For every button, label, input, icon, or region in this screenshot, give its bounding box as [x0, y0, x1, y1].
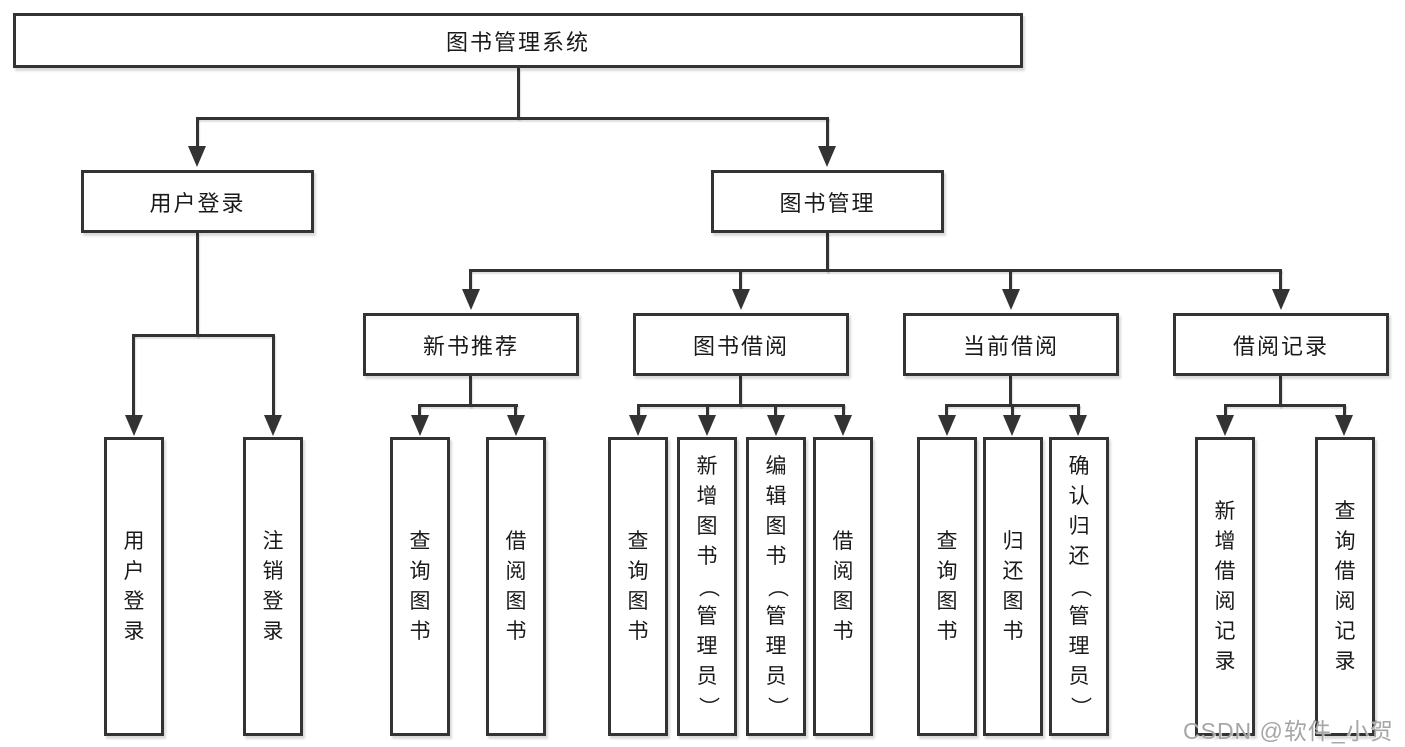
connector-drop-bb-query: [637, 404, 640, 418]
connector-mgmt-stem: [826, 233, 829, 272]
connector-login-stem: [196, 233, 199, 337]
connector-root-rail: [196, 117, 829, 120]
node-leaf-nb-borrow-label: 借阅图书: [505, 529, 527, 643]
connector-nb-stem: [469, 376, 472, 407]
arrowhead-book-borrow: [732, 289, 750, 310]
node-leaf-bb-edit-label: 编辑图书（管理员）: [765, 454, 788, 718]
node-user-login: 用户登录: [81, 170, 314, 233]
arrowhead-cb-return: [1003, 415, 1021, 436]
node-current-borrow: 当前借阅: [903, 313, 1119, 376]
connector-drop-book-borrow: [739, 269, 742, 293]
connector-bb-rail: [637, 404, 845, 407]
node-leaf-user-login: 用户登录: [104, 437, 164, 736]
connector-drop-bb-edit: [774, 404, 777, 418]
arrowhead-br-add: [1216, 415, 1234, 436]
node-root: 图书管理系统: [13, 13, 1023, 68]
connector-drop-bb-borrow: [842, 404, 845, 418]
node-current-borrow-label: 当前借阅: [962, 333, 1059, 359]
arrowhead-bb-add: [698, 415, 716, 436]
node-leaf-logout: 注销登录: [243, 437, 303, 736]
node-leaf-logout-label: 注销登录: [262, 529, 284, 643]
arrowhead-nb-borrow: [507, 415, 525, 436]
connector-nb-rail: [418, 404, 518, 407]
arrowhead-book-mgmt: [818, 146, 836, 167]
node-leaf-cb-confirm-label: 确认归还（管理员）: [1068, 454, 1091, 718]
node-leaf-bb-add: 新增图书（管理员）: [677, 437, 737, 736]
node-leaf-bb-edit: 编辑图书（管理员）: [746, 437, 806, 736]
connector-drop-cb-return: [1011, 404, 1014, 418]
connector-drop-new-book: [469, 269, 472, 293]
node-leaf-cb-query: 查询图书: [917, 437, 977, 736]
node-leaf-br-add: 新增借阅记录: [1195, 437, 1255, 736]
arrowhead-current-borrow: [1002, 289, 1020, 310]
node-leaf-bb-borrow-label: 借阅图书: [832, 529, 854, 643]
csdn-watermark: CSDN @软件_小贺同学: [1183, 718, 1394, 744]
connector-bb-stem: [739, 376, 742, 407]
node-leaf-cb-return: 归还图书: [983, 437, 1043, 736]
arrowhead-user-login: [188, 146, 206, 167]
connector-drop-borrow-records: [1279, 269, 1282, 293]
node-leaf-bb-query: 查询图书: [608, 437, 668, 736]
arrowhead-leaf-login: [125, 415, 143, 436]
connector-drop-br-add: [1224, 404, 1227, 418]
arrowhead-br-query: [1335, 415, 1353, 436]
connector-drop-current-borrow: [1009, 269, 1012, 293]
connector-drop-book-mgmt: [826, 117, 829, 152]
node-leaf-user-login-label: 用户登录: [123, 529, 145, 643]
node-user-login-label: 用户登录: [149, 190, 246, 216]
node-book-borrow-label: 图书借阅: [692, 333, 789, 359]
arrowhead-bb-borrow: [834, 415, 852, 436]
connector-drop-cb-confirm: [1077, 404, 1080, 418]
connector-drop-nb-borrow: [514, 404, 517, 418]
connector-drop-cb-query: [945, 404, 948, 418]
node-leaf-cb-query-label: 查询图书: [936, 529, 958, 643]
arrowhead-bb-query: [629, 415, 647, 436]
node-leaf-bb-add-label: 新增图书（管理员）: [696, 454, 719, 718]
node-leaf-cb-confirm: 确认归还（管理员）: [1049, 437, 1109, 736]
connector-drop-br-query: [1343, 404, 1346, 418]
connector-drop-leaf-login: [132, 334, 135, 418]
connector-cb-stem: [1009, 376, 1012, 407]
connector-drop-bb-add: [706, 404, 709, 418]
node-book-borrow: 图书借阅: [633, 313, 849, 376]
node-new-book-rec-label: 新书推荐: [422, 333, 519, 359]
connector-drop-user-login: [196, 117, 199, 152]
arrowhead-cb-query: [938, 415, 956, 436]
node-book-mgmt-label: 图书管理: [779, 190, 876, 216]
node-leaf-bb-borrow: 借阅图书: [813, 437, 873, 736]
connector-drop-nb-query: [418, 404, 421, 418]
connector-drop-leaf-logout: [272, 334, 275, 418]
node-borrow-records-label: 借阅记录: [1232, 333, 1329, 359]
node-leaf-nb-borrow: 借阅图书: [486, 437, 546, 736]
node-borrow-records: 借阅记录: [1173, 313, 1389, 376]
arrowhead-bb-edit: [767, 415, 785, 436]
node-leaf-nb-query-label: 查询图书: [409, 529, 431, 643]
connector-mgmt-rail: [469, 269, 1282, 272]
node-book-mgmt: 图书管理: [711, 170, 944, 233]
connector-login-rail: [132, 334, 274, 337]
connector-root-stem: [517, 68, 520, 119]
node-leaf-bb-query-label: 查询图书: [627, 529, 649, 643]
node-leaf-cb-return-label: 归还图书: [1002, 529, 1024, 643]
node-new-book-rec: 新书推荐: [363, 313, 579, 376]
arrowhead-new-book: [462, 289, 480, 310]
node-leaf-nb-query: 查询图书: [390, 437, 450, 736]
arrowhead-cb-confirm: [1069, 415, 1087, 436]
connector-br-rail: [1224, 404, 1346, 407]
arrowhead-borrow-records: [1272, 289, 1290, 310]
node-leaf-br-add-label: 新增借阅记录: [1214, 499, 1236, 673]
node-leaf-br-query: 查询借阅记录: [1315, 437, 1375, 736]
node-leaf-br-query-label: 查询借阅记录: [1334, 499, 1356, 673]
node-root-label: 图书管理系统: [445, 29, 590, 55]
connector-br-stem: [1279, 376, 1282, 407]
arrowhead-nb-query: [411, 415, 429, 436]
arrowhead-leaf-logout: [264, 415, 282, 436]
